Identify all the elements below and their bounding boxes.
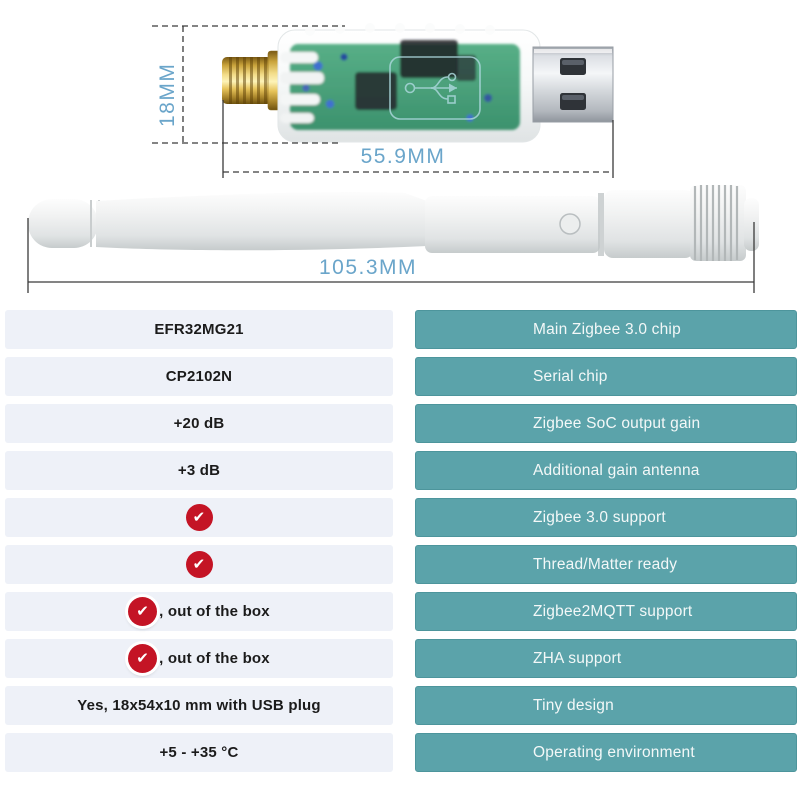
dongle-height-label: 18MM [156,63,179,127]
spec-value-cell: EFR32MG21 [5,310,393,349]
column-gap [393,310,415,349]
spec-value-cell: +3 dB [5,451,393,490]
spec-row: +3 dB Additional gain antenna [5,451,797,490]
spec-row: ✔, out of the box Zigbee2MQTT support [5,592,797,631]
check-icon: ✔ [185,504,213,531]
check-icon: ✔ [128,597,158,626]
spec-value-text: , out of the box [159,650,270,667]
column-gap [393,686,415,725]
spec-value-cell: Yes, 18x54x10 mm with USB plug [5,686,393,725]
dongle-length-label: 55.9MM [361,145,446,168]
usb-plug [532,46,614,123]
spec-row: +20 dB Zigbee SoC output gain [5,404,797,443]
spec-label-cell: Tiny design [415,686,797,725]
spec-value-cell: +5 - +35 °C [5,733,393,772]
column-gap [393,733,415,772]
antenna-nut [690,185,759,261]
spec-label-cell: Serial chip [415,357,797,396]
spec-label-cell: Zigbee2MQTT support [415,592,797,631]
spec-value-cell: CP2102N [5,357,393,396]
check-icon: ✔ [128,644,158,673]
column-gap [393,639,415,678]
antenna-length-label: 105.3MM [319,256,417,279]
spec-label-cell: Operating environment [415,733,797,772]
spec-value-cell: ✔ [5,498,393,537]
spec-value-cell: +20 dB [5,404,393,443]
column-gap [393,498,415,537]
spec-value-cell: ✔ [5,545,393,584]
spec-row: ✔, out of the box ZHA support [5,639,797,678]
column-gap [393,404,415,443]
column-gap [393,592,415,631]
check-icon: ✔ [185,551,213,578]
spec-label-cell: Zigbee 3.0 support [415,498,797,537]
spec-label-cell: Main Zigbee 3.0 chip [415,310,797,349]
spec-label-cell: Additional gain antenna [415,451,797,490]
spec-label-cell: Zigbee SoC output gain [415,404,797,443]
dongle-dimensions [152,25,614,178]
spec-row: Yes, 18x54x10 mm with USB plug Tiny desig… [5,686,797,725]
usb-plug-holes [560,58,586,110]
usb-dongle [222,23,614,143]
column-gap [393,451,415,490]
antenna [28,185,759,261]
spec-value-text: , out of the box [159,603,270,620]
antenna-dimple [559,213,581,235]
spec-label-cell: ZHA support [415,639,797,678]
antenna-dimensions [27,218,755,293]
spec-value-cell: ✔, out of the box [5,639,393,678]
column-gap [393,357,415,396]
spec-row: +5 - +35 °C Operating environment [5,733,797,772]
spec-label-cell: Thread/Matter ready [415,545,797,584]
sma-connector [222,50,285,111]
spec-row: CP2102N Serial chip [5,357,797,396]
usb-logo-icon [389,56,481,120]
spec-row: EFR32MG21 Main Zigbee 3.0 chip [5,310,797,349]
spec-value-cell: ✔, out of the box [5,592,393,631]
pcb [280,40,520,130]
spec-row: ✔ Thread/Matter ready [5,545,797,584]
product-diagram: 18MM 55.9MM 105.3MM [27,23,759,293]
spec-row: ✔ Zigbee 3.0 support [5,498,797,537]
column-gap [393,545,415,584]
